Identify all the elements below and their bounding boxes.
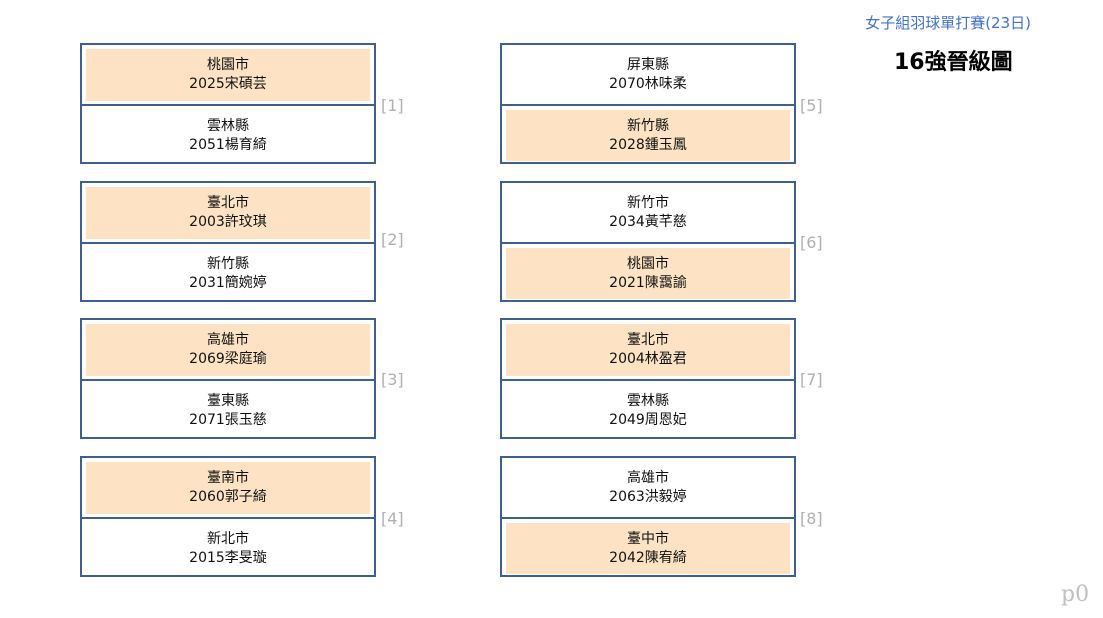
player-name: 2049周恩妃 [609, 411, 687, 428]
winner-highlight [86, 462, 370, 514]
player-region: 雲林縣 [207, 117, 249, 134]
winner-highlight [86, 324, 370, 376]
match-box-3: 高雄市 2069梁庭瑜臺東縣 2071張玉慈 [80, 318, 376, 439]
player-slot-top: 高雄市 2069梁庭瑜 [82, 320, 374, 381]
winner-highlight [506, 110, 790, 161]
match-box-7: 臺北市 2004林盈君雲林縣 2049周恩妃 [500, 318, 796, 439]
match-box-5: 屏東縣 2070林味柔新竹縣 2028鍾玉鳳 [500, 43, 796, 164]
player-name: 2015李旻璇 [189, 549, 267, 566]
player-slot-top: 桃園市 2025宋碩芸 [82, 45, 374, 106]
match-number: [3] [381, 370, 404, 389]
page-title: 16強晉級圖 [894, 50, 1013, 75]
player-slot-top: 高雄市 2063洪毅婷 [502, 458, 794, 519]
match-box-2: 臺北市 2003許玟琪新竹縣 2031簡婉婷 [80, 181, 376, 302]
winner-highlight [506, 248, 790, 299]
winner-highlight [86, 49, 370, 101]
player-slot-bottom: 新竹縣 2031簡婉婷 [82, 244, 374, 303]
player-slot-bottom: 臺東縣 2071張玉慈 [82, 381, 374, 440]
player-name: 2070林味柔 [609, 75, 687, 92]
player-name: 2051楊育綺 [189, 136, 267, 153]
player-name: 2034黃芊慈 [609, 213, 687, 230]
player-slot-bottom: 桃園市 2021陳靄諭 [502, 244, 794, 303]
player-name: 2028鍾玉鳳 [609, 136, 687, 153]
winner-highlight [506, 523, 790, 574]
match-box-1: 桃園市 2025宋碩芸雲林縣 2051楊育綺 [80, 43, 376, 164]
player-name: 2063洪毅婷 [609, 488, 687, 505]
player-region: 高雄市 [207, 331, 249, 348]
match-number: [8] [800, 509, 823, 528]
player-name: 2031簡婉婷 [189, 274, 267, 291]
player-slot-top: 臺北市 2003許玟琪 [82, 183, 374, 244]
player-slot-bottom: 雲林縣 2049周恩妃 [502, 381, 794, 440]
player-region: 臺北市 [627, 331, 669, 348]
player-slot-top: 臺南市 2060郭子綺 [82, 458, 374, 519]
match-number: [7] [800, 370, 823, 389]
winner-highlight [86, 187, 370, 239]
player-name: 2021陳靄諭 [609, 274, 687, 291]
player-region: 新北市 [207, 530, 249, 547]
player-name: 2060郭子綺 [189, 488, 267, 505]
event-subtitle: 女子組羽球單打賽(23日) [865, 14, 1031, 32]
player-name: 2004林盈君 [609, 350, 687, 367]
player-slot-bottom: 雲林縣 2051楊育綺 [82, 106, 374, 165]
match-number: [2] [381, 230, 404, 249]
match-number: [5] [800, 96, 823, 115]
player-region: 桃園市 [207, 56, 249, 73]
player-name: 2025宋碩芸 [189, 75, 267, 92]
player-region: 雲林縣 [627, 392, 669, 409]
player-region: 新竹縣 [207, 255, 249, 272]
player-region: 高雄市 [627, 469, 669, 486]
player-name: 2071張玉慈 [189, 411, 267, 428]
player-name: 2003許玟琪 [189, 213, 267, 230]
player-name: 2042陳宥綺 [609, 549, 687, 566]
match-number: [1] [381, 96, 404, 115]
match-box-8: 高雄市 2063洪毅婷臺中市 2042陳宥綺 [500, 456, 796, 577]
winner-highlight [506, 324, 790, 376]
player-region: 臺中市 [627, 530, 669, 547]
player-slot-bottom: 新北市 2015李旻璇 [82, 519, 374, 578]
player-region: 臺南市 [207, 469, 249, 486]
player-region: 新竹市 [627, 194, 669, 211]
player-region: 臺東縣 [207, 392, 249, 409]
player-region: 新竹縣 [627, 117, 669, 134]
match-box-4: 臺南市 2060郭子綺新北市 2015李旻璇 [80, 456, 376, 577]
player-region: 桃園市 [627, 255, 669, 272]
player-slot-top: 新竹市 2034黃芊慈 [502, 183, 794, 244]
player-slot-bottom: 臺中市 2042陳宥綺 [502, 519, 794, 578]
player-region: 屏東縣 [627, 56, 669, 73]
match-box-6: 新竹市 2034黃芊慈桃園市 2021陳靄諭 [500, 181, 796, 302]
player-slot-top: 臺北市 2004林盈君 [502, 320, 794, 381]
match-number: [4] [381, 509, 404, 528]
player-slot-top: 屏東縣 2070林味柔 [502, 45, 794, 106]
player-name: 2069梁庭瑜 [189, 350, 267, 367]
match-number: [6] [800, 233, 823, 252]
player-region: 臺北市 [207, 194, 249, 211]
page-label: p0 [1061, 582, 1090, 607]
player-slot-bottom: 新竹縣 2028鍾玉鳳 [502, 106, 794, 165]
